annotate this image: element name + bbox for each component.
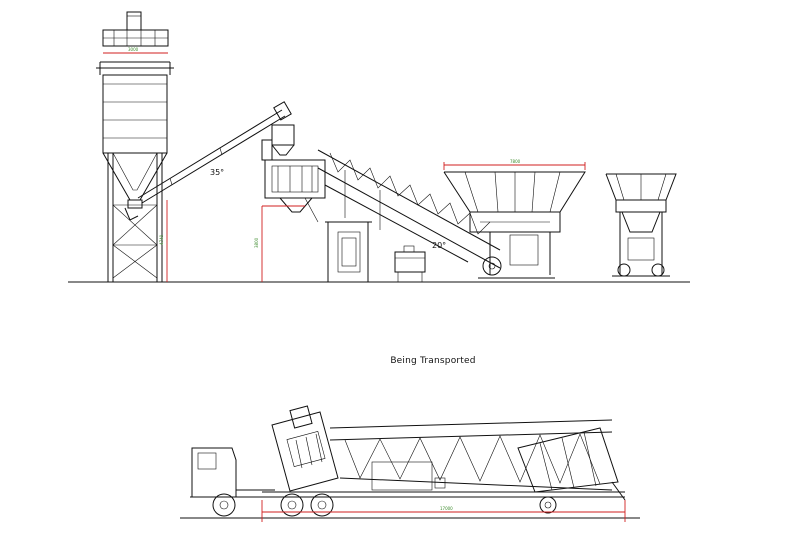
mixing-plant: 3800: [254, 124, 426, 282]
hopper-end-view: [605, 173, 677, 277]
transport-length-dim: 17000: [440, 506, 453, 511]
belt-angle-label: 20°: [432, 241, 446, 250]
screw-angle-label: 35°: [210, 168, 224, 177]
transport-caption: Being Transported: [390, 356, 476, 366]
discharge-height-dim: 3800: [254, 237, 259, 248]
silo-leg-height-dim: 4740: [159, 234, 164, 245]
silo-top-width-dim: 3000: [128, 47, 139, 52]
operating-view: 3000: [68, 11, 690, 283]
aggregate-hopper: 7800: [443, 159, 586, 279]
screw-conveyor: 35°: [137, 101, 292, 204]
belt-conveyor: 20°: [317, 149, 530, 279]
cement-silo: 3000: [96, 11, 174, 282]
transport-view: 17000: [180, 405, 640, 522]
folded-hopper: [517, 427, 626, 501]
folded-truss: [329, 419, 613, 491]
hopper-width-dim: 7800: [510, 159, 521, 164]
tractor-truck: [190, 447, 334, 517]
folded-mixer: [271, 405, 339, 492]
